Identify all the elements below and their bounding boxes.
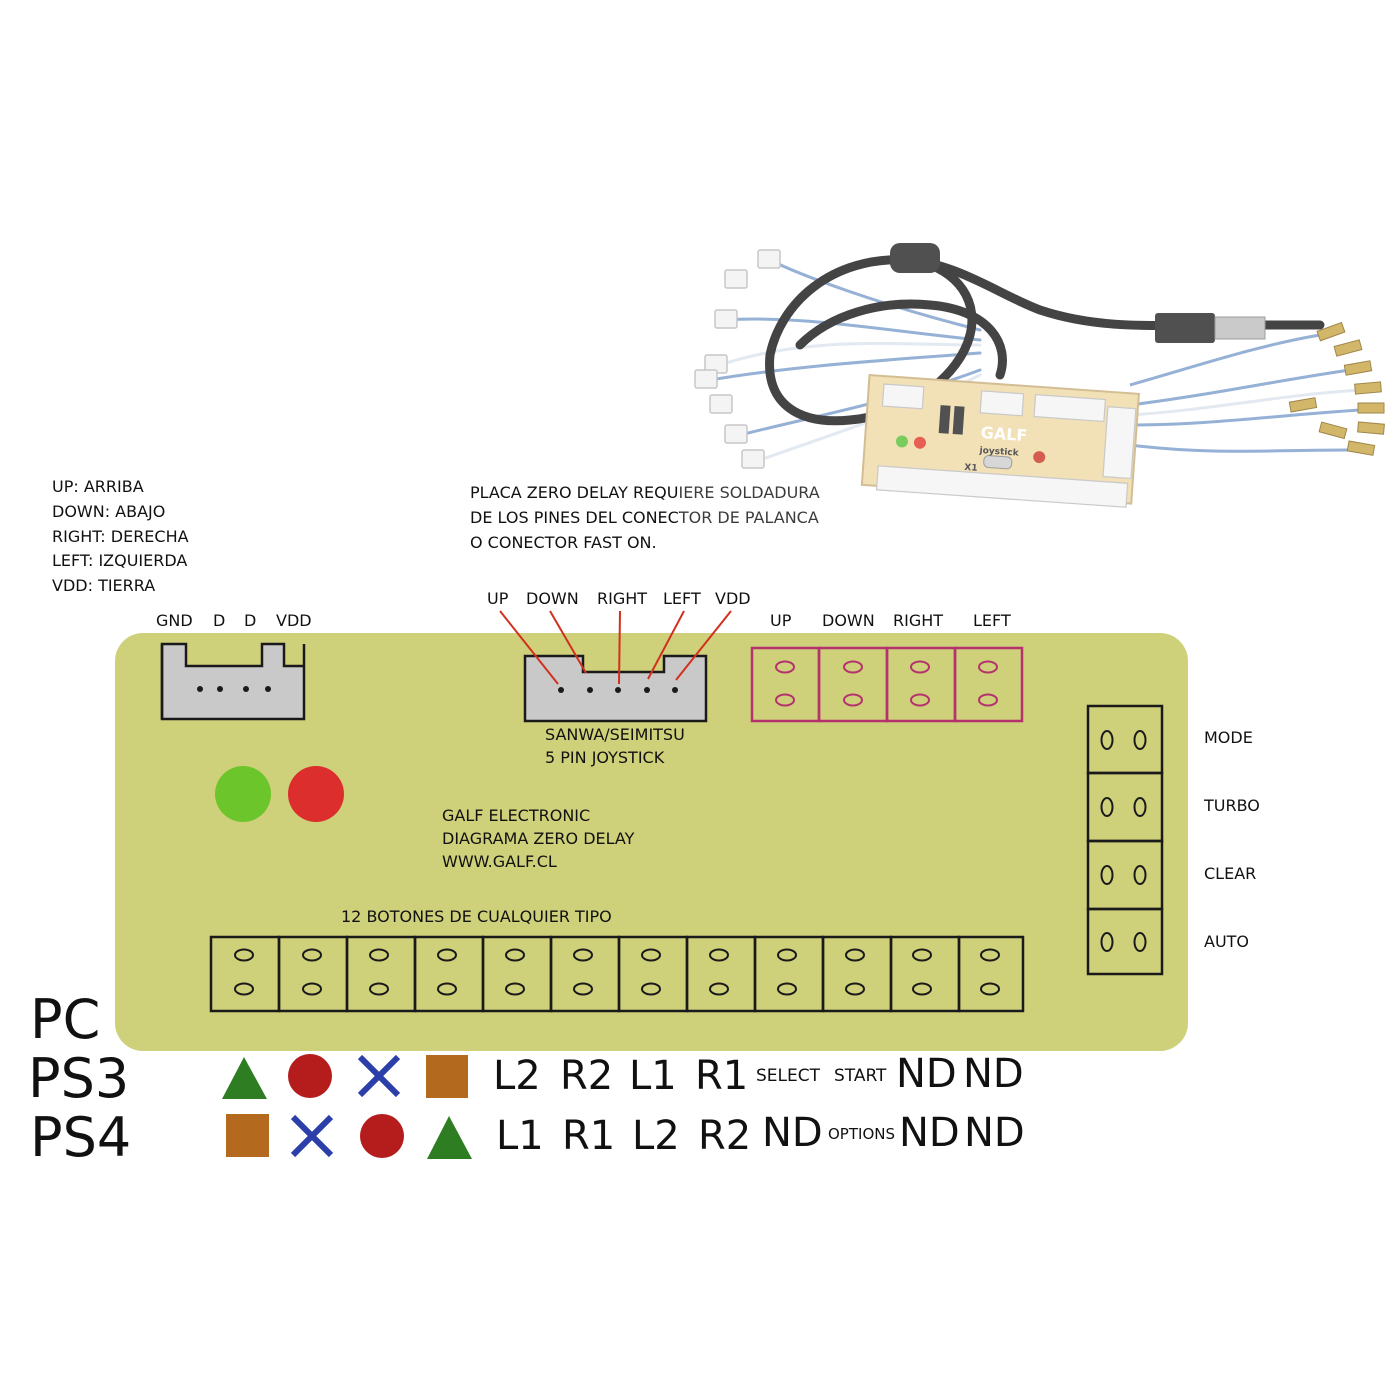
ps4-triangle-icon [427,1116,472,1159]
usb-connector-pins [197,686,271,692]
function-label-mode: MODE [1204,728,1253,747]
joystick-pin-label-down: DOWN [526,589,579,608]
photo-model: joystick [978,446,1020,459]
photo-led-red [913,436,926,449]
legend-line: DOWN: ABAJO [52,501,166,521]
function-label-clear: CLEAR [1204,864,1257,883]
ps3-label-nd: ND [896,1051,957,1097]
ps4-label-nd: ND [899,1110,960,1156]
board-info-line: GALF ELECTRONIC [442,806,591,825]
ps3-label-l1: L1 [629,1053,677,1099]
row-title-ps4: PS4 [30,1106,132,1169]
direction-label-left: LEFT [973,611,1011,630]
wire-bundle-left [708,258,982,462]
ps3-triangle-icon [222,1057,267,1099]
ps4-circle-icon [360,1114,404,1158]
direction-terminal-holes [775,660,998,707]
ps4-label-l2: L2 [632,1113,680,1159]
function-label-turbo: TURBO [1204,796,1260,815]
function-terminal-holes [1100,730,1147,952]
ps3-label-select: SELECT [756,1066,820,1086]
product-photo: GALF joystick X1 [680,235,1400,535]
ps4-label-options: OPTIONS [828,1125,895,1143]
legend-line: VDD: TIERRA [52,576,156,596]
small-connectors-left [694,249,781,469]
joystick-pin-label-up: UP [487,589,509,608]
joystick-pin-label-vdd: VDD [715,589,751,608]
usb-pin-label-d: D [244,611,257,630]
board-info-line: WWW.GALF.CL [442,852,557,871]
ps3-label-l2: L2 [493,1053,541,1099]
ps4-label-nd: ND [762,1110,823,1156]
ps3-label-nd: ND [963,1051,1024,1097]
usb-plug-body [1155,313,1215,343]
ferrite-bead [890,243,940,273]
ps4-square-icon [226,1114,269,1157]
buttons-row-title: 12 BOTONES DE CUALQUIER TIPO [341,907,612,926]
board-info: GALF ELECTRONIC DIAGRAMA ZERO DELAY WWW.… [442,804,634,873]
photo-brand: GALF [980,423,1028,445]
function-label-auto: AUTO [1204,932,1250,951]
ps3-label-start: START [834,1066,887,1086]
led-green [215,766,271,822]
photo-led-green [895,435,908,448]
ps4-cross-icon [290,1114,334,1158]
joystick-wires [499,610,732,685]
pcb-photo: GALF joystick X1 [860,373,1140,508]
ps3-label-r1: R1 [695,1053,749,1099]
photo-component-label: X1 [964,463,978,474]
ps3-square-icon [426,1055,468,1098]
legend-line: RIGHT: DERECHA [52,526,189,546]
usb-pin-label-gnd: GND [156,611,193,630]
button-terminals [209,935,1025,1013]
ps4-symbols [226,1114,472,1159]
usb-pin-label-vdd: VDD [276,611,312,630]
row-title-pc: PC [30,988,101,1051]
joystick-pin-label-left: LEFT [663,589,701,608]
ps4-label-r2: R2 [698,1113,752,1159]
direction-label-down: DOWN [822,611,875,630]
joystick-connector-pins [558,687,678,693]
direction-label-right: RIGHT [893,611,944,630]
led-red [288,766,344,822]
usb-plug-metal [1214,316,1266,340]
ps3-symbols [222,1054,468,1099]
direction-label-up: UP [770,611,792,630]
legend-line: UP: ARRIBA [52,477,144,496]
fast-on-terminals [1288,321,1385,456]
legend: UP: ARRIBA DOWN: ABAJO RIGHT: DERECHA LE… [52,475,189,599]
ps3-label-r2: R2 [560,1053,614,1099]
ps3-cross-icon [357,1054,401,1098]
usb-pin-label-d: D [213,611,226,630]
joystick-caption: SANWA/SEIMITSU 5 PIN JOYSTICK [545,723,685,769]
ps4-label-r1: R1 [562,1113,616,1159]
ps3-circle-icon [288,1054,332,1098]
row-title-ps3: PS3 [28,1047,130,1110]
note-line: O CONECTOR FAST ON. [470,533,657,552]
legend-line: LEFT: IZQUIERDA [52,551,188,571]
joystick-caption-line: SANWA/SEIMITSU [545,725,685,744]
direction-terminals [750,646,1024,723]
note-line: PLACA ZERO DELAY REQUIERE SOLDADURA [470,483,820,502]
note-line: DE LOS PINES DEL CONECTOR DE PALANCA [470,508,819,527]
ps4-label-l1: L1 [496,1113,544,1159]
function-terminals [1086,704,1164,976]
joystick-caption-line: 5 PIN JOYSTICK [545,748,665,767]
ps4-label-nd: ND [964,1110,1025,1156]
usb-connector [160,642,306,721]
board-info-line: DIAGRAMA ZERO DELAY [442,829,635,848]
solder-note: PLACA ZERO DELAY REQUIERE SOLDADURA DE L… [470,480,820,555]
button-terminal-holes [234,948,1000,996]
joystick-pin-label-right: RIGHT [597,589,648,608]
